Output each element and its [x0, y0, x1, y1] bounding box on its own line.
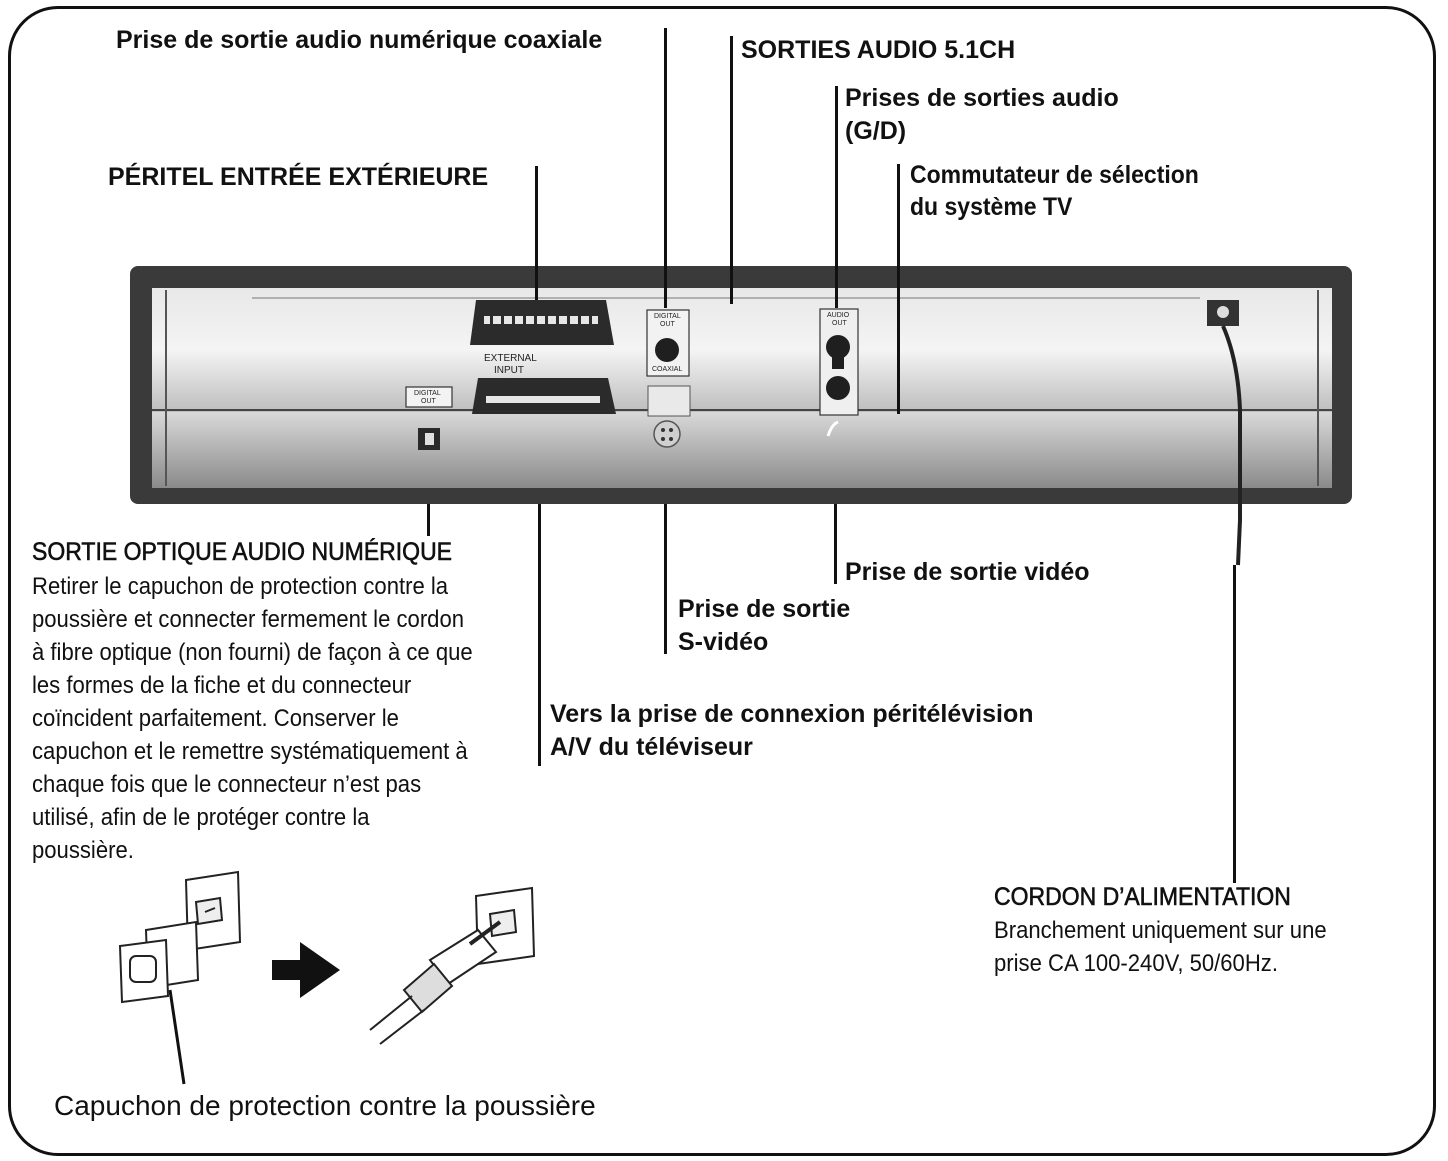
power-cord — [1221, 325, 1242, 566]
scart-in-leader — [535, 166, 538, 300]
power-description: Branchement uniquement sur une prise CA … — [994, 917, 1327, 977]
svg-text:OUT: OUT — [832, 320, 848, 327]
tv-system-label-1: Commutateur de sélection — [910, 161, 1199, 189]
svideo-jack — [653, 420, 681, 448]
audio-lr-leader — [835, 86, 838, 308]
svg-text:OUT: OUT — [660, 321, 676, 328]
panel-lower — [152, 412, 1332, 488]
power-leader — [1233, 565, 1236, 883]
audio-lr-label-1: Prises de sorties audio — [845, 84, 1119, 112]
svideo-leader — [664, 504, 667, 654]
dust-cap-leader — [168, 989, 186, 1085]
optical-leader — [427, 504, 430, 536]
dust-cap-illustration — [118, 870, 242, 1004]
svg-text:AUDIO: AUDIO — [827, 312, 850, 319]
audio51-label: SORTIES AUDIO 5.1CH — [741, 36, 1016, 64]
coaxial-jack — [655, 338, 679, 362]
tv-system-leader — [897, 164, 900, 414]
svg-text:DIGITAL: DIGITAL — [414, 390, 441, 397]
scart-external-input — [470, 300, 614, 345]
tv-system-label-2: du système TV — [910, 193, 1073, 221]
svideo-label-1: Prise de sortie — [678, 595, 851, 623]
svg-text:DIGITAL: DIGITAL — [654, 313, 681, 320]
optical-box — [405, 386, 453, 408]
input-text: INPUT — [494, 365, 524, 376]
video-out-label: Prise de sortie vidéo — [845, 558, 1090, 586]
svg-text:OUT: OUT — [421, 398, 437, 405]
audio-lr-label-2: (G/D) — [845, 117, 907, 145]
dust-cap-caption: Capuchon de protection contre la poussiè… — [54, 1090, 596, 1121]
svg-text:COAXIAL: COAXIAL — [652, 366, 682, 373]
scart-tv-leader — [538, 504, 541, 766]
scart-tv — [472, 378, 616, 414]
optical-title: SORTIE OPTIQUE AUDIO NUMÉRIQUE — [32, 538, 453, 567]
external-text: EXTERNAL — [484, 353, 537, 364]
optical-description: Retirer le capuchon de protection contre… — [32, 573, 473, 864]
audio-left-jack — [826, 335, 850, 359]
video-leader — [834, 504, 837, 584]
coaxial-label: Prise de sortie audio numérique coaxiale — [116, 26, 603, 54]
audio-right-jack — [826, 376, 850, 400]
panel-upper — [152, 288, 1332, 412]
power-title: CORDON D’ALIMENTATION — [994, 883, 1291, 912]
scart-in-label: PÉRITEL ENTRÉE EXTÉRIEURE — [108, 163, 489, 191]
svideo-label-2: S-vidéo — [678, 628, 769, 656]
audio51-leader — [730, 36, 733, 304]
optical-plug-illustration — [369, 886, 536, 1045]
coaxial-leader — [664, 28, 667, 308]
arrow-icon — [272, 942, 340, 998]
diagram-frame — [8, 6, 1436, 1156]
scart-tv-label-1: Vers la prise de connexion péritélévisio… — [550, 700, 1034, 728]
scart-tv-label-2: A/V du téléviseur — [550, 733, 753, 761]
